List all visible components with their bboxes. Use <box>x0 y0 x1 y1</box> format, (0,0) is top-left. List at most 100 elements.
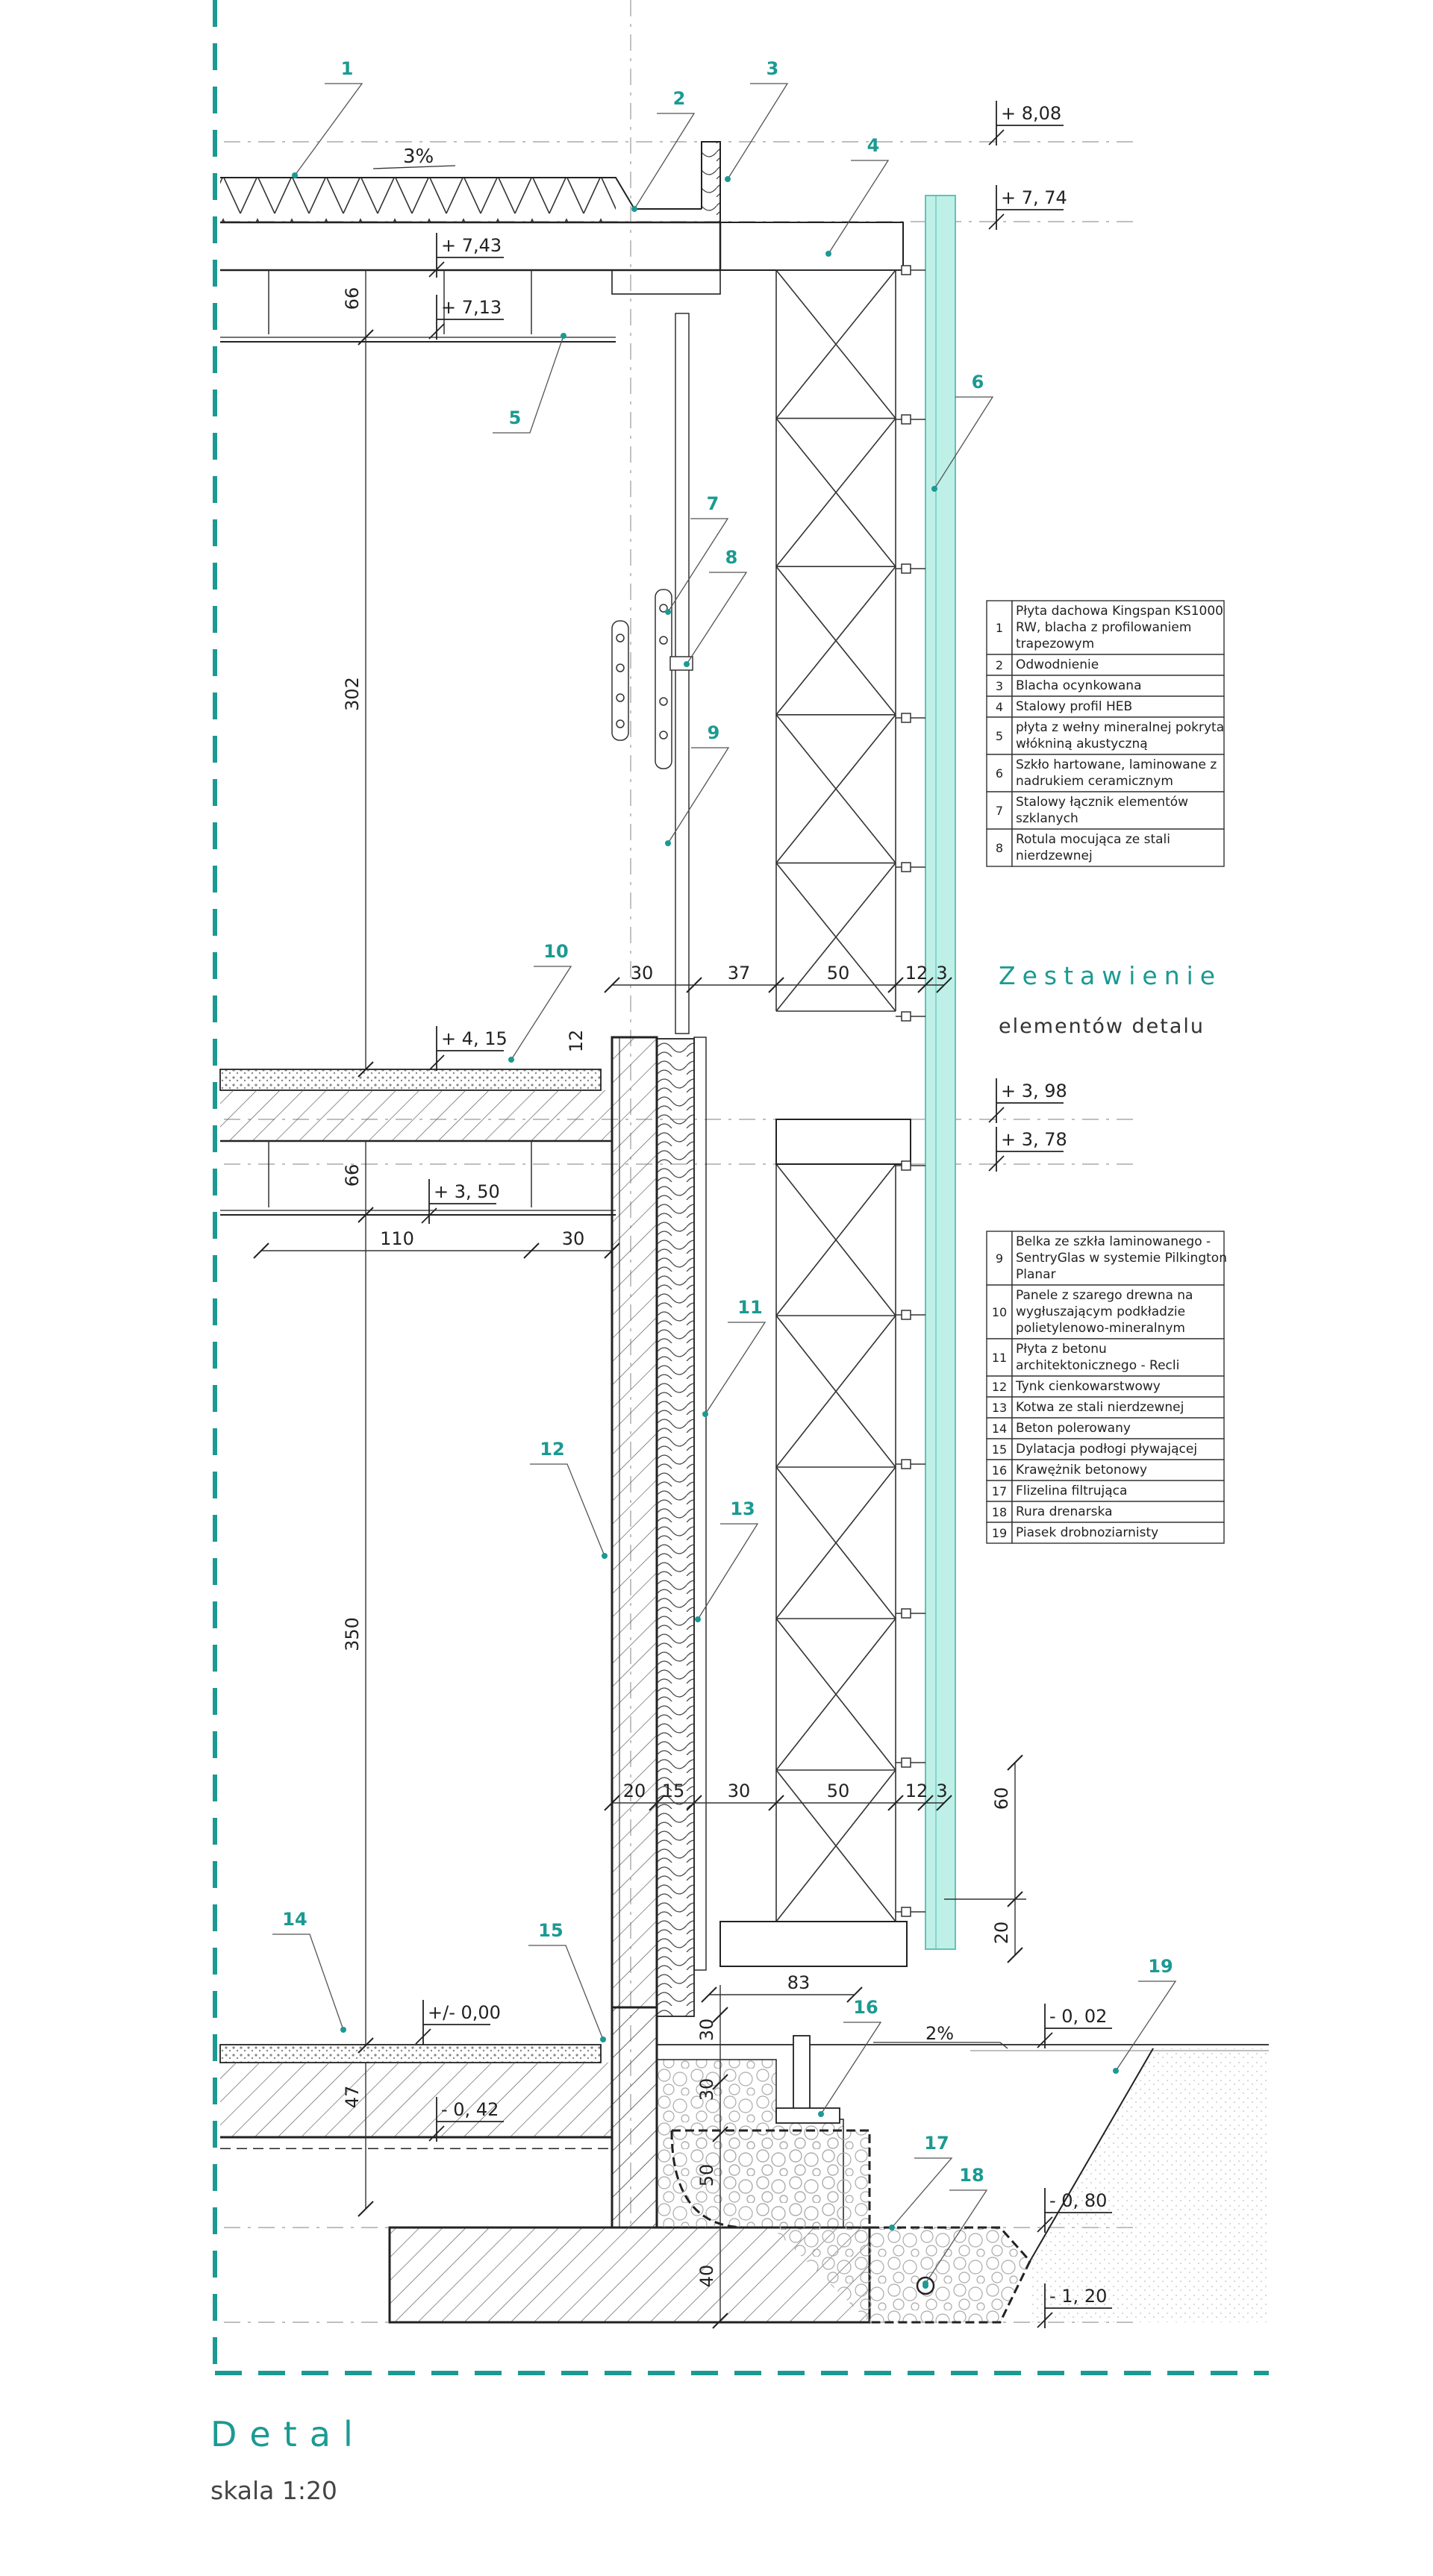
legend-text-cell <box>1011 1480 1225 1502</box>
dim-tick <box>358 1207 374 1223</box>
ground-slope-arrow <box>873 2042 1008 2049</box>
callout-leader-19 <box>1115 1981 1177 2072</box>
dim-upper-12: 12 <box>566 1030 587 1053</box>
legend1-row-4-line-0: płyta z wełny mineralnej pokryta <box>1016 720 1224 735</box>
legend1-no-7: 8 <box>996 841 1003 855</box>
legend-no-cell <box>986 791 1013 830</box>
legend-no-cell <box>986 1417 1013 1439</box>
dim-tick <box>686 977 702 993</box>
callout-dot-4 <box>825 251 831 257</box>
dim-tick <box>712 2313 728 2329</box>
level-label-4: + 4, 15 <box>441 1028 508 1049</box>
dim-right-60: 60 <box>991 1787 1012 1810</box>
concrete-wall <box>611 313 707 2229</box>
dim-tick <box>887 1795 904 1811</box>
legend2-row-8-line-0: Flizelina filtrująca <box>1016 1484 1127 1498</box>
legend2-row-0-line-2: Planar <box>1016 1267 1056 1282</box>
dim-tick <box>712 2126 728 2142</box>
callout-dot-19 <box>1113 2068 1119 2074</box>
legend1-row-0-line-2: trapezowym <box>1016 637 1094 651</box>
dim-roof-slab: 66 <box>342 287 363 310</box>
callout-dot-16 <box>818 2111 824 2117</box>
callout-14: 14 <box>282 1909 307 1930</box>
legend2-no-6: 15 <box>992 1442 1007 1457</box>
level-tick <box>428 261 445 278</box>
legend-no-cell <box>986 1284 1013 1339</box>
callout-leader-15 <box>528 1945 604 2040</box>
callout-19: 19 <box>1148 1956 1173 1977</box>
legend1-row-7-line-0: Rotula mocująca ze stali <box>1016 832 1170 847</box>
legend-text-cell <box>1011 1522 1225 1544</box>
legend-no-cell <box>986 1438 1013 1460</box>
dim-base-83: 83 <box>787 1972 811 1993</box>
legend-text-cell <box>1011 695 1225 718</box>
legend2-no-10: 19 <box>992 1526 1007 1540</box>
level-label-5: + 3, 98 <box>1001 1081 1067 1101</box>
callout-leader-13 <box>697 1523 759 1620</box>
legend2-row-4-line-0: Kotwa ze stali nierdzewnej <box>1016 1400 1184 1415</box>
callout-leader-18 <box>925 2189 988 2284</box>
legend2-no-4: 13 <box>992 1401 1007 1415</box>
legend1-row-5-line-1: nadrukiem ceramicznym <box>1016 774 1173 789</box>
callout-dot-3 <box>725 176 731 182</box>
level-label-11: - 0, 80 <box>1049 2190 1107 2211</box>
callout-1: 1 <box>341 58 354 79</box>
callout-11: 11 <box>737 1297 762 1318</box>
legend2-row-1-line-0: Panele z szarego drewna na <box>1016 1288 1193 1303</box>
level-tick <box>1037 2216 1053 2233</box>
legend-text-cell <box>1011 1375 1225 1398</box>
legend2-row-9-line-0: Rura drenarska <box>1016 1504 1113 1519</box>
legend1-row-6-line-0: Stalowy łącznik elementów <box>1016 795 1188 810</box>
legend2-no-5: 14 <box>992 1422 1007 1436</box>
legend2-row-6-line-0: Dylatacja podłogi pływającej <box>1016 1442 1197 1457</box>
level-label-9: - 0, 02 <box>1049 2006 1107 2027</box>
legend1-row-6-line-1: szklanych <box>1016 811 1078 826</box>
callout-leader-10 <box>511 966 572 1060</box>
callout-leaders <box>272 83 1177 2286</box>
dim-tick <box>887 977 904 993</box>
dim-base-50: 50 <box>696 2164 717 2187</box>
legend1-no-5: 6 <box>996 766 1003 781</box>
level-tick <box>428 2125 445 2142</box>
level-label-12: - 1, 20 <box>1049 2286 1107 2307</box>
callout-12: 12 <box>540 1439 564 1460</box>
legend2-row-5-line-0: Beton polerowany <box>1016 1421 1131 1436</box>
dim-tick <box>936 977 952 993</box>
dim-lower-3: 50 <box>827 1781 850 1801</box>
detail-title: Detal <box>210 2414 366 2454</box>
level-tick <box>428 1054 445 1071</box>
callout-7: 7 <box>707 493 719 514</box>
legend1-no-2: 3 <box>996 679 1003 693</box>
roof-assembly <box>220 141 904 343</box>
dim-tick <box>917 977 934 993</box>
level-tick <box>988 129 1005 146</box>
callout-dot-13 <box>695 1616 701 1622</box>
callout-leader-11 <box>705 1322 767 1415</box>
callout-6: 6 <box>972 372 984 393</box>
legend-no-cell <box>986 828 1013 867</box>
level-label-3: + 7,13 <box>441 297 502 318</box>
dim-tick <box>1007 1947 1023 1963</box>
dim-base-30a: 30 <box>696 2019 717 2042</box>
callout-5: 5 <box>509 407 522 428</box>
dim-tick <box>846 1986 863 2003</box>
dim-tick <box>358 2201 374 2217</box>
callout-dot-18 <box>922 2280 928 2286</box>
callout-dot-8 <box>684 661 690 667</box>
level-tick <box>988 1155 1005 1172</box>
roof-slope-arrow <box>372 165 456 169</box>
callout-16: 16 <box>853 1997 878 2018</box>
dim-tick <box>604 977 620 993</box>
legend-no-cell <box>986 675 1013 697</box>
legend2-no-8: 17 <box>992 1484 1007 1498</box>
dim-tick <box>768 1795 784 1811</box>
dim-tick <box>686 1795 702 1811</box>
glass-facade <box>719 195 956 1967</box>
level-label-1: + 7, 74 <box>1001 187 1067 208</box>
glass-fixings <box>611 589 693 769</box>
upper-slab <box>219 1069 616 1216</box>
callout-dot-17 <box>889 2225 895 2230</box>
